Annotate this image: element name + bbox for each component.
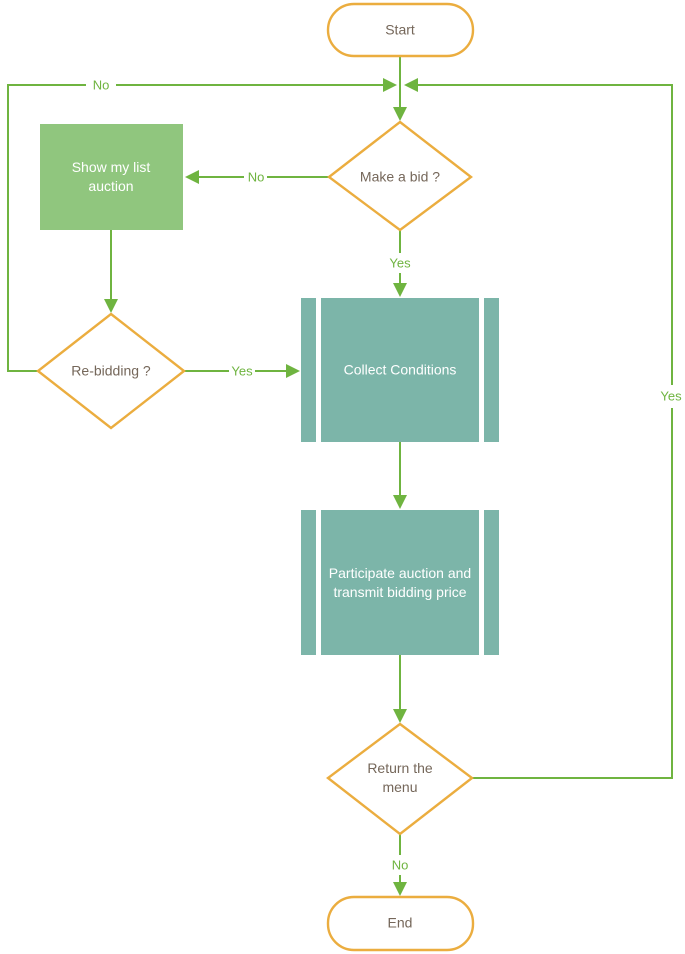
edge-label-make-a-bid-yes: Yes: [387, 255, 413, 271]
show-my-list-node-label: Show my list auction: [71, 159, 151, 194]
show-my-list-process-shape: [40, 124, 183, 230]
edge-label-rebidding-yes: Yes: [229, 363, 255, 379]
participate-predefined-shape: [301, 510, 499, 655]
edge-label-rebidding-no: No: [90, 77, 112, 93]
arrowhead-into-return-menu: [393, 709, 407, 723]
collect-conditions-body: [321, 298, 479, 442]
return-menu-decision-shape: [326, 722, 474, 836]
arrowhead-junction-from-left: [383, 78, 397, 92]
edge-label-return-yes: Yes: [658, 388, 684, 404]
arrowhead-into-show-list: [185, 170, 199, 184]
connector-return-yes-loop: [472, 408, 673, 779]
start-node-label: Start: [385, 21, 415, 38]
collect-conditions-node-label: Collect Conditions: [343, 361, 457, 378]
participate-right-bar: [484, 510, 499, 655]
edge-label-make-a-bid-no: No: [245, 169, 267, 185]
start-terminator-shape: [326, 2, 475, 58]
collect-conditions-left-bar: [301, 298, 316, 442]
arrowhead-into-make-a-bid: [393, 107, 407, 121]
arrowhead-into-collect-left: [286, 364, 300, 378]
return-menu-node-label: Return the menu: [367, 760, 433, 795]
make-a-bid-decision-shape: [327, 120, 473, 232]
arrowhead-into-rebidding: [104, 299, 118, 313]
participate-body: [321, 510, 479, 655]
make-a-bid-node-label: Make a bid ?: [359, 168, 441, 185]
arrowhead-into-collect-top: [393, 283, 407, 297]
re-bidding-decision-shape: [36, 312, 186, 430]
arrowhead-into-participate: [393, 495, 407, 509]
participate-left-bar: [301, 510, 316, 655]
participate-node-label: Participate auction and transmit bidding…: [328, 565, 472, 600]
collect-conditions-right-bar: [484, 298, 499, 442]
collect-conditions-predefined-shape: [301, 298, 499, 442]
arrowhead-into-end: [393, 882, 407, 896]
edge-label-return-no: No: [389, 857, 411, 873]
re-bidding-node-label: Re-bidding ?: [71, 362, 151, 379]
connector-rebidding-no-loop: [7, 84, 86, 372]
connector-return-yes-loop-2: [417, 84, 673, 385]
arrowhead-junction-from-right: [404, 78, 418, 92]
end-node-label: End: [387, 914, 413, 931]
end-terminator-shape: [326, 895, 475, 952]
